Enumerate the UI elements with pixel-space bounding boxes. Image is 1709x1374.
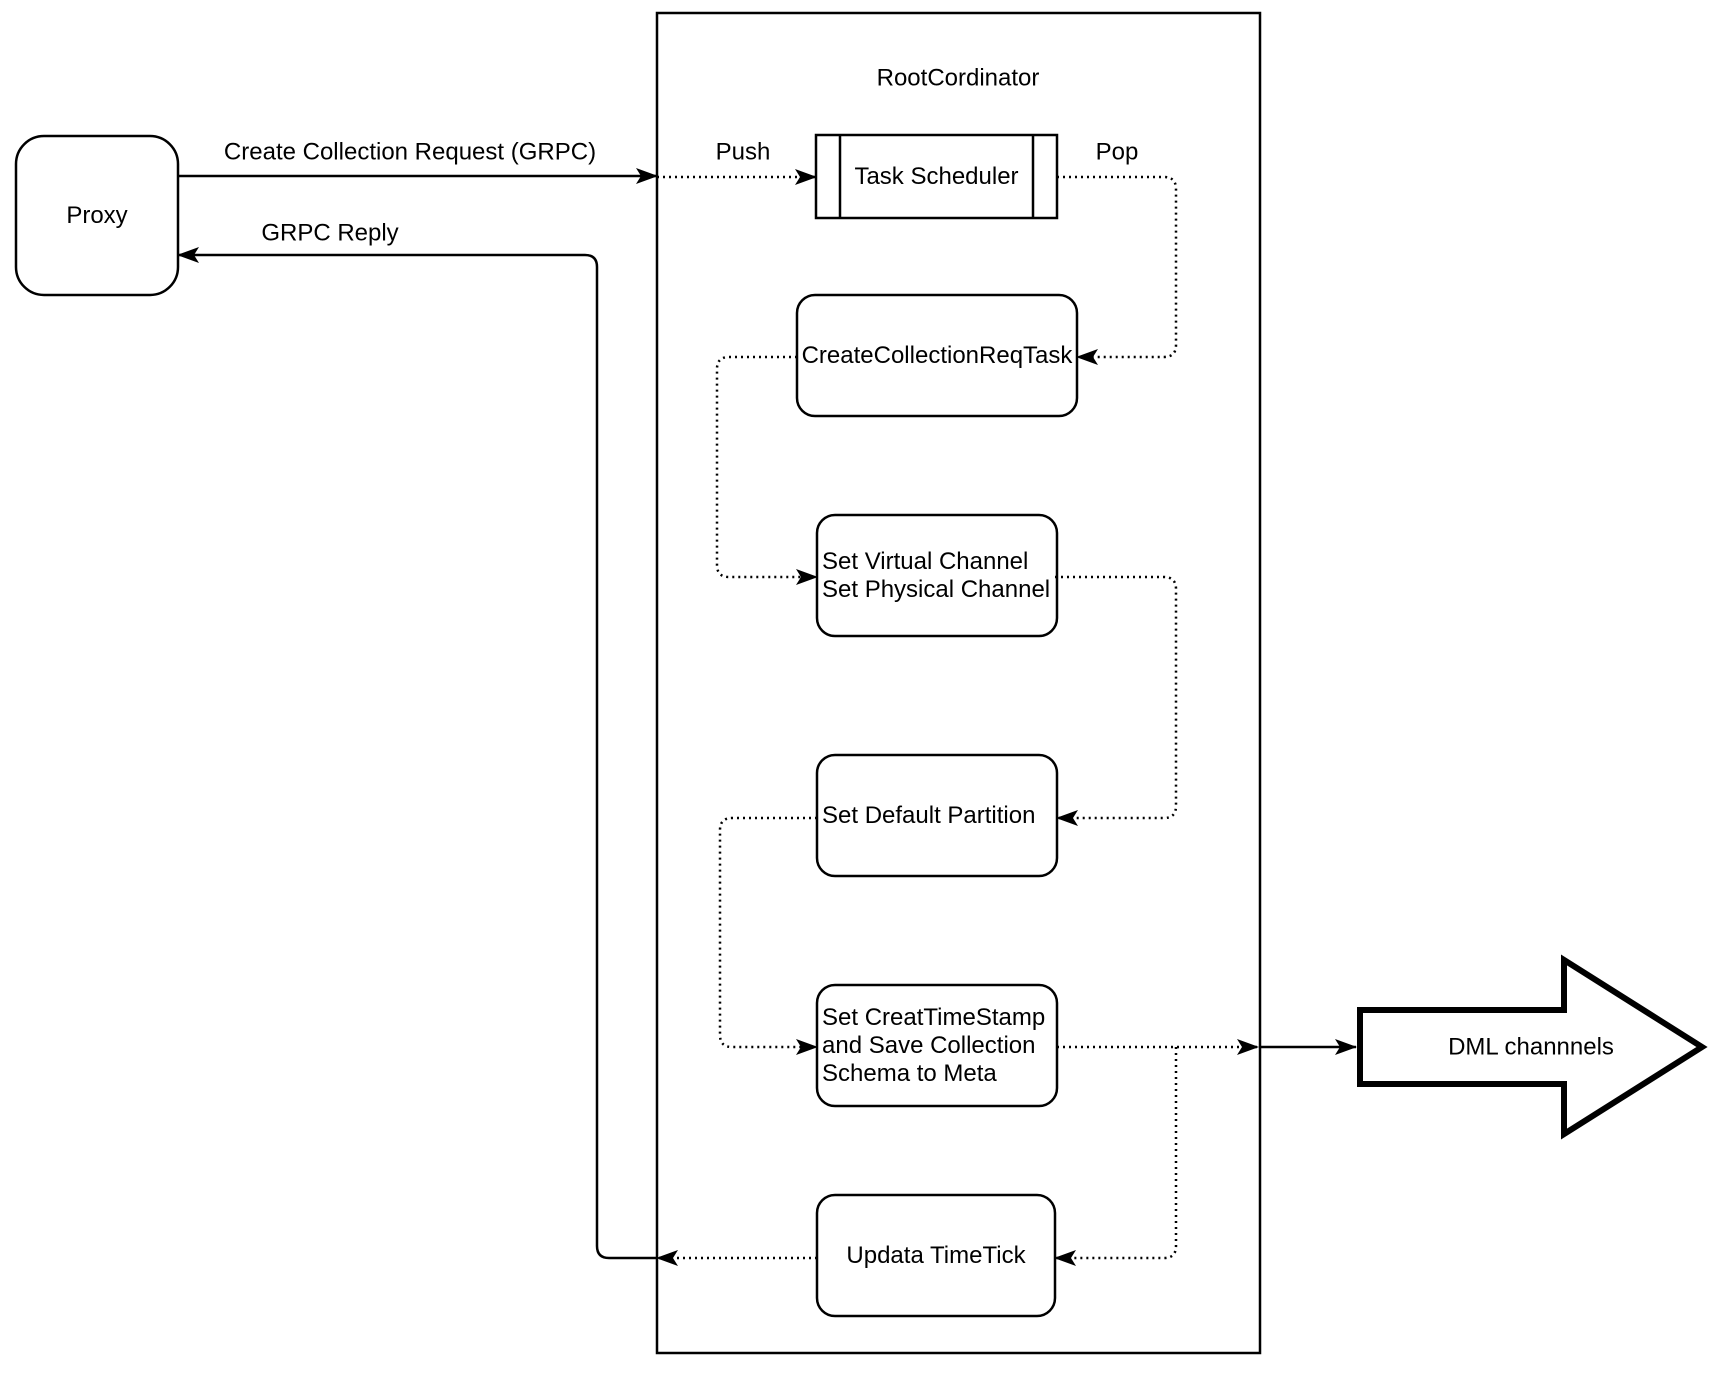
dml-channels-label: DML channnels: [1448, 1034, 1614, 1061]
set-creattimestamp-label: Set CreatTimeStamp: [822, 1004, 1045, 1031]
edge-creattimestamp-branch-to-timetick: [1054, 1047, 1178, 1266]
set-creattimestamp-label: Schema to Meta: [822, 1060, 997, 1087]
edge-grpc-reply: [177, 247, 657, 1260]
node-task-scheduler: Task Scheduler: [814, 133, 1059, 220]
edge-reqtask-to-virtual-channel: [715, 355, 818, 585]
node-root-cordinator: RootCordinator: [655, 11, 1262, 1355]
edge-create-collection-request-label: Create Collection Request (GRPC): [224, 139, 596, 166]
node-proxy: Proxy: [14, 134, 180, 297]
updata-timetick-label: Updata TimeTick: [846, 1242, 1026, 1269]
edges-layer: [177, 168, 1357, 1266]
edge-pop: [1057, 175, 1178, 365]
proxy-label: Proxy: [66, 202, 127, 229]
set-default-partition-label: Set Default Partition: [822, 802, 1035, 829]
node-set-default-partition: Set Default Partition: [815, 753, 1059, 878]
task-scheduler-label: Task Scheduler: [854, 163, 1018, 190]
edge-labels-layer: Create Collection Request (GRPC) Push PopG…: [224, 139, 1138, 247]
node-dml-channels: DML channnels: [1357, 954, 1708, 1140]
dml-channels-shape: [1357, 954, 1708, 1140]
set-virtual-channel-label: Set Physical Channel: [822, 576, 1050, 603]
edge-grpc-reply-label: GRPC Reply: [261, 220, 398, 247]
edge-push-label: Push: [716, 139, 771, 166]
node-create-collection-req-task: CreateCollectionReqTask: [795, 293, 1079, 418]
root-cordinator-label: RootCordinator: [877, 65, 1040, 92]
edge-pop-label: Pop: [1096, 139, 1139, 166]
create-collection-req-task-label: CreateCollectionReqTask: [802, 342, 1074, 369]
set-virtual-channel-label: Set Virtual Channel: [822, 548, 1028, 575]
root-cordinator-shape: [655, 11, 1262, 1355]
set-creattimestamp-label: and Save Collection: [822, 1032, 1035, 1059]
node-updata-timetick: Updata TimeTick: [815, 1193, 1057, 1318]
proxy-shape: [14, 134, 180, 297]
